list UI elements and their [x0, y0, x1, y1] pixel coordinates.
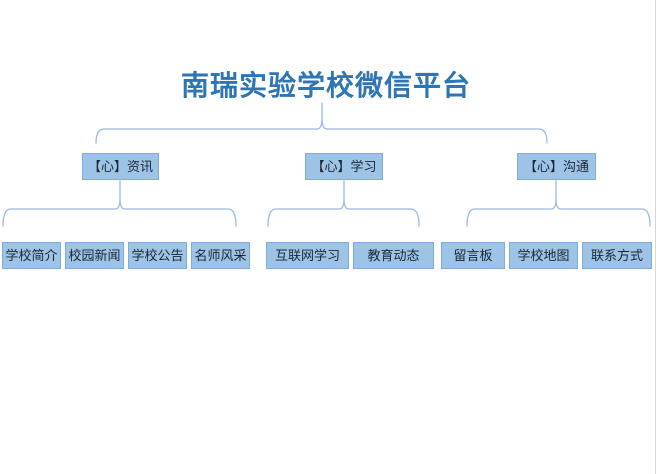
leaf-node-message-board: 留言板 [441, 242, 505, 269]
leaf-node-school-map: 学校地图 [509, 242, 578, 269]
leaf-node-education-trends: 教育动态 [353, 242, 434, 269]
leaf-node-famous-teachers: 名师风采 [191, 242, 250, 269]
branch-node-study: 【心】学习 [305, 153, 383, 180]
branch-node-info: 【心】资讯 [82, 153, 159, 180]
leaf-node-internet-learning: 互联网学习 [266, 242, 349, 269]
leaf-node-school-notice: 学校公告 [128, 242, 187, 269]
branch3-brace [466, 198, 651, 227]
leaf-node-contact-info: 联系方式 [582, 242, 652, 269]
root-brace [95, 117, 548, 144]
leaf-node-campus-news: 校园新闻 [65, 242, 124, 269]
branch1-brace [2, 198, 237, 227]
page-right-edge [655, 0, 656, 474]
branch-node-communication: 【心】沟通 [517, 153, 596, 180]
branch2-brace [267, 198, 420, 227]
diagram-title: 南瑞实验学校微信平台 [180, 69, 471, 102]
leaf-node-school-intro: 学校简介 [2, 242, 61, 269]
